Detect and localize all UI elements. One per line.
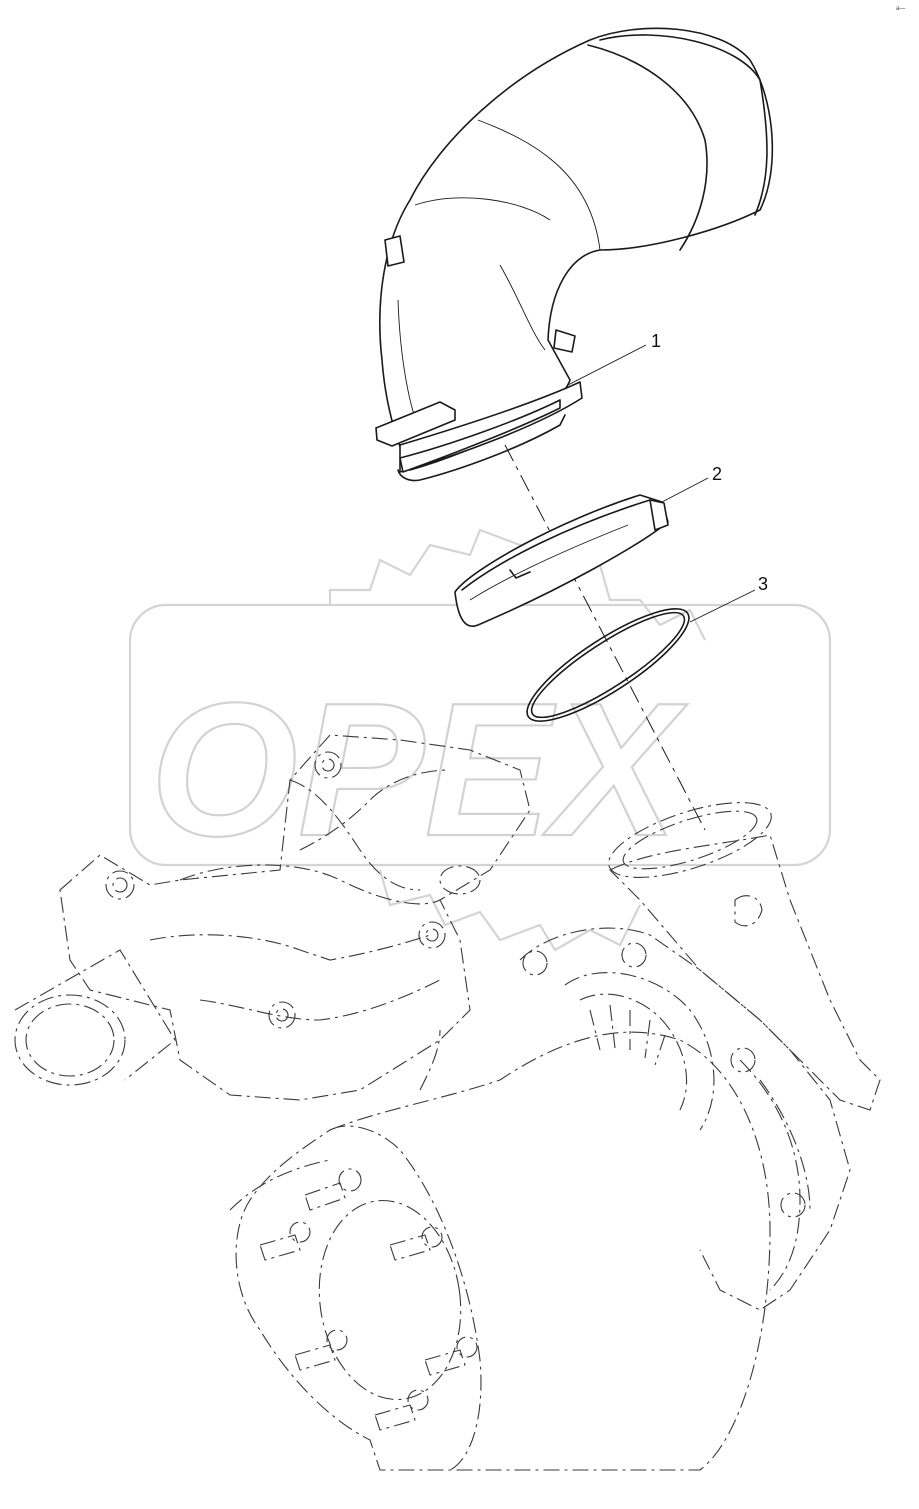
turbocharger-assembly xyxy=(14,734,881,1471)
callout-1: 1 xyxy=(567,331,661,386)
callout-number-1: 1 xyxy=(651,331,661,351)
seal-ring xyxy=(526,608,690,722)
manifold-inlet xyxy=(14,994,126,1086)
watermark-text: OPEX xyxy=(150,664,688,876)
corner-mark: a— xyxy=(896,6,905,12)
callout-leader-2 xyxy=(661,477,709,503)
callout-number-3: 3 xyxy=(758,574,768,594)
pipe-elbow xyxy=(375,27,774,482)
watermark: OPEX xyxy=(128,528,832,952)
callout-2: 2 xyxy=(661,464,722,503)
callout-leader-3 xyxy=(689,589,756,623)
turbine-housing xyxy=(519,927,851,1311)
mounting-studs xyxy=(259,1168,478,1431)
outlet-elbow xyxy=(609,834,881,1111)
callout-number-2: 2 xyxy=(712,464,722,484)
watermark-gear-outline xyxy=(328,528,706,641)
compressor-housing xyxy=(235,1031,771,1471)
assembly-centerline xyxy=(504,444,706,831)
clamp-band xyxy=(454,494,669,627)
watermark-gear-lower xyxy=(378,869,641,952)
callout-leader-1 xyxy=(567,344,647,386)
callout-3: 3 xyxy=(689,574,768,623)
